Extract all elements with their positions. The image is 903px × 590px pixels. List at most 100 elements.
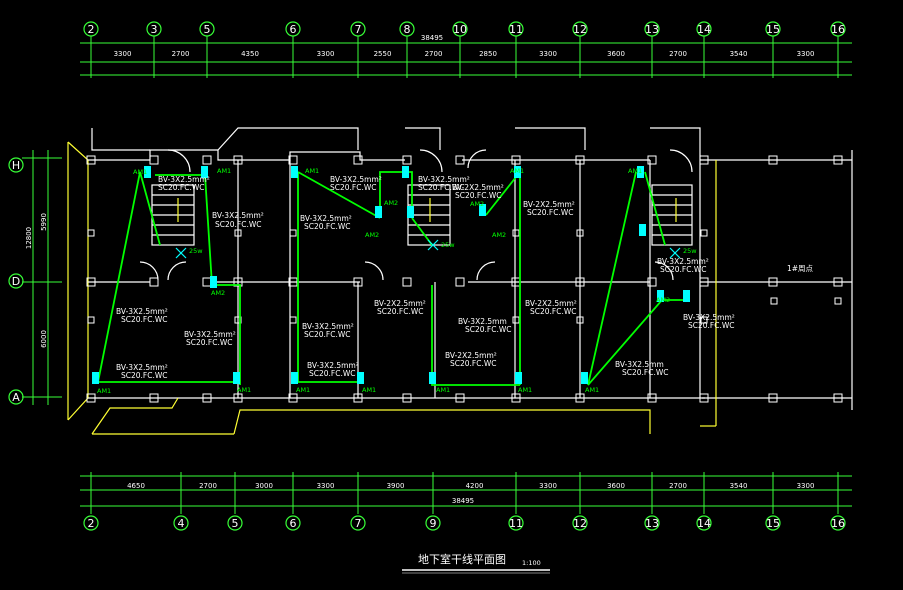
cable-label-17a: BV-3X2.5mm [615,360,664,369]
cable-label-13b: SC20.FC.WC [377,307,424,316]
axis-H-marker [8,157,24,173]
column [402,393,412,403]
column [700,316,708,324]
top-dim-0: 3300 [114,50,132,58]
column [234,229,242,237]
distribution-box [683,290,690,302]
tag-am1-4: AM1 [510,167,524,175]
distribution-box [201,166,208,178]
axis-A-marker [8,389,24,405]
light-fixtures [175,239,681,259]
column [402,277,412,287]
column [149,155,159,165]
column [289,229,297,237]
distribution-box [515,372,522,384]
top-dim-9: 2700 [669,50,687,58]
cable-label-14a: BV-3X2.5mm [458,317,507,326]
column [353,393,363,403]
top-dim-1: 2700 [172,50,190,58]
column [289,316,297,324]
cable-label-1b: SC20.FC.WC [158,183,205,192]
bottom-dim-5: 4200 [466,482,484,490]
tag-am1-3: AM1 [305,167,319,175]
cable-label-17b: SC20.FC.WC [622,368,669,377]
bottom-axis-label-7: 7 [355,517,362,530]
cable-label-3a: BV-3X2.5mm² [300,214,352,223]
column [833,277,843,287]
bottom-axis-marker-16 [830,515,846,531]
top-axis-label-10: 10 [453,23,467,36]
left-dimension-block: H D A 12800 5990 6000 [8,150,62,405]
stair-room-label: 1#周点 [787,264,814,273]
cable-label-19b: SC20.FC.WC [688,321,735,330]
bottom-axis-marker-12 [572,515,588,531]
distribution-box [291,372,298,384]
top-dim-10: 3540 [730,50,748,58]
cable-label-5a: BV-3X2.5mm² [418,175,470,184]
cable-label-12a: BV-3X2.5mm² [307,361,359,370]
column [833,155,843,165]
tag-am1-6: AM1 [97,387,111,395]
top-axis-label-11: 11 [509,23,523,36]
left-dim-upper: 5990 [40,213,48,231]
top-axis-marker-2 [83,21,99,37]
column [576,316,584,324]
top-axis-label-13: 13 [645,23,659,36]
distribution-box [637,166,644,178]
column [768,155,778,165]
column [700,229,708,237]
top-axis-label-12: 12 [573,23,587,36]
bottom-dim-10: 3300 [797,482,815,490]
bottom-axis-marker-13 [644,515,660,531]
top-dim-7: 3300 [539,50,557,58]
top-axis-label-2: 2 [88,23,95,36]
column [575,393,585,403]
panel-tags: AM1 AM1 AM1 AM2 AM2 AM2 AM2 AM1 AM1 AM2 … [97,167,697,395]
top-axis-marker-5 [199,21,215,37]
column [512,229,520,237]
top-dim-4: 2550 [374,50,392,58]
top-axis-marker-8 [399,21,415,37]
columns [86,155,843,403]
axis-A-label: A [12,391,20,404]
cable-label-1a: BV-3X2.5mm² [158,175,210,184]
top-total-dim: 38495 [421,34,443,42]
column [86,393,96,403]
wiring [97,171,690,386]
bottom-dim-9: 3540 [730,482,748,490]
tag-am2-6: AM2 [656,296,670,304]
tag-am1-7: AM1 [237,386,251,394]
tag-am2-4: AM2 [492,231,506,239]
bottom-dim-7: 3600 [607,482,625,490]
column [202,393,212,403]
column [768,277,778,287]
column [511,393,521,403]
drawing-title: 地下室干线平面图 [418,552,506,566]
bottom-axis-marker-15 [765,515,781,531]
cable-label-11a: BV-3X2.5mm² [302,322,354,331]
distribution-box [407,206,414,218]
distribution-box [92,372,99,384]
bottom-dim-0: 4650 [127,482,145,490]
column [512,316,520,324]
bottom-axis-label-14: 14 [697,517,711,530]
column [353,277,363,287]
tag-am1-9: AM1 [362,386,376,394]
building-walls [67,127,853,435]
bottom-axis-marker-6 [285,515,301,531]
column [699,155,709,165]
distribution-box [657,290,664,302]
tag-am2-5: AM2 [211,289,225,297]
cable-label-19a: BV-3X2.5mm² [683,313,735,322]
top-axis-marker-13 [644,21,660,37]
left-total-dim: 12800 [25,227,33,249]
column [575,277,585,287]
top-axis-marker-12 [572,21,588,37]
tag-am1-11: AM1 [518,386,532,394]
column [87,316,95,324]
cable-label-4b: SC20.FC.WC [330,183,377,192]
top-axis-marker-10 [452,21,468,37]
bottom-axis-label-12: 12 [573,517,587,530]
tag-am1-8: AM1 [296,386,310,394]
